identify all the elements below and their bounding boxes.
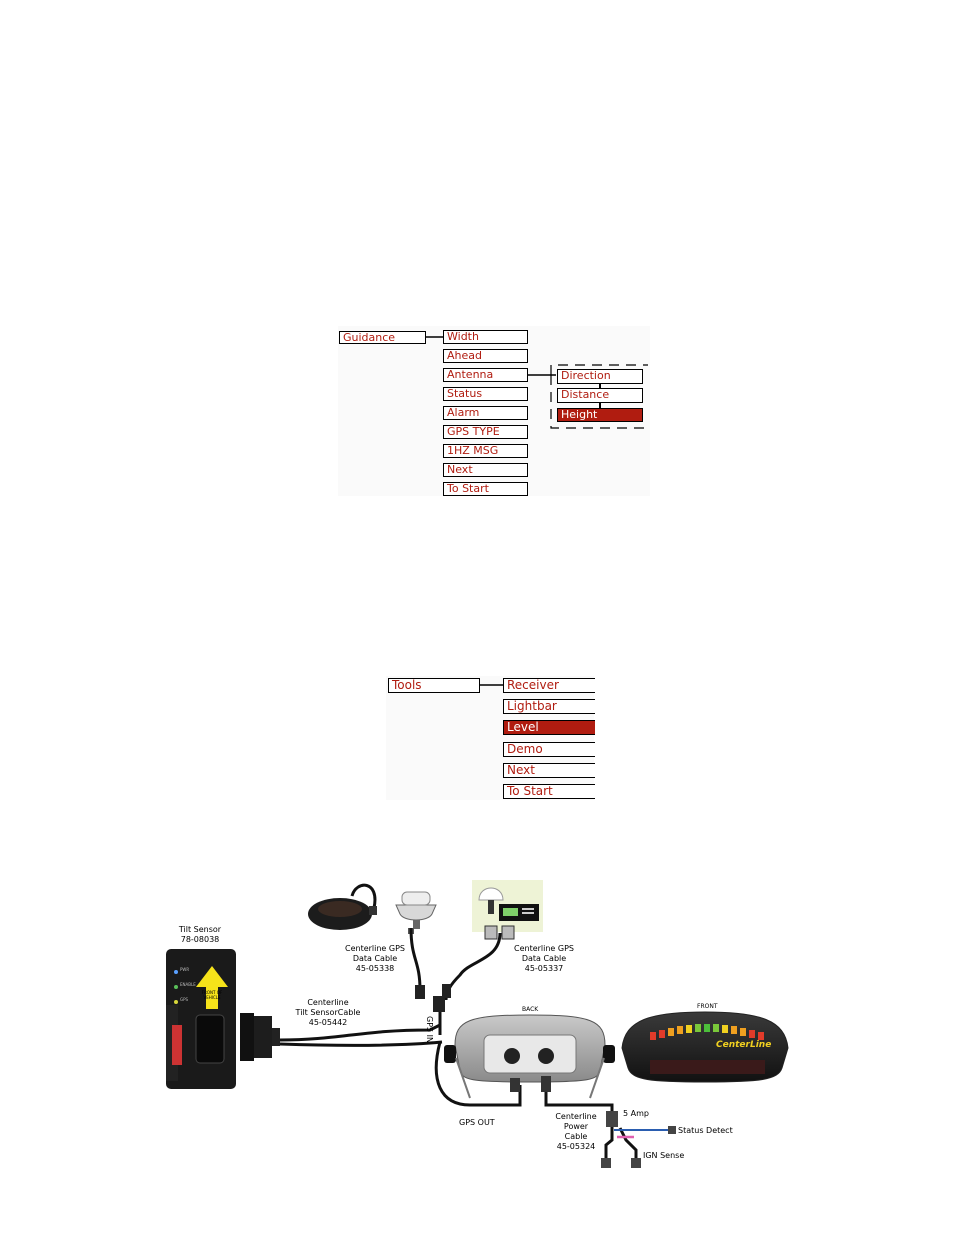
tools-item-next[interactable]: Next [503, 763, 595, 778]
menu-item-1hz-msg[interactable]: 1HZ MSG [443, 444, 528, 458]
menu-item-status[interactable]: Status [443, 387, 528, 401]
tilt-sensor-arrow-text: FRONT OF VEHICLE [201, 990, 223, 1000]
menu-item-next[interactable]: Next [443, 463, 528, 477]
lightbar-front-label: FRONT [697, 1003, 718, 1010]
mushroom-antenna [478, 887, 504, 901]
tools-item-to-start[interactable]: To Start [503, 784, 595, 799]
tilt-sensor-led-pwr: PWR [180, 967, 190, 972]
menu-item-to-start[interactable]: To Start [443, 482, 528, 496]
tilt-sensor-led-enable: ENABLE [180, 982, 196, 987]
lightbar-back-label: BACK [522, 1006, 539, 1013]
submenu-item-height-selected[interactable]: Height [557, 408, 643, 422]
centerline-brand-logo: CenterLine [716, 1040, 772, 1050]
front-of-vehicle-arrow [196, 966, 228, 1009]
fuse-5-amp-label: 5 Amp [623, 1109, 649, 1118]
tools-item-level-selected[interactable]: Level [503, 720, 595, 735]
menu-item-width[interactable]: Width [443, 330, 528, 344]
tools-item-receiver[interactable]: Receiver [503, 678, 595, 693]
tools-item-demo[interactable]: Demo [503, 742, 595, 757]
status-detect-label: Status Detect [678, 1126, 733, 1135]
tools-menu-panel [386, 676, 594, 800]
dome-receiver [395, 904, 437, 921]
submenu-item-distance[interactable]: Distance [557, 388, 643, 403]
lightbar-front-leds [650, 1024, 764, 1040]
menu-item-gps-type[interactable]: GPS TYPE [443, 425, 528, 439]
menu-root-guidance[interactable]: Guidance [339, 331, 426, 344]
tilt-sensor-led-gps: GPS [180, 997, 189, 1002]
ign-sense-label: IGN Sense [643, 1151, 685, 1160]
menu-item-antenna[interactable]: Antenna [443, 368, 528, 382]
menu-root-tools[interactable]: Tools [388, 678, 480, 693]
tools-item-lightbar[interactable]: Lightbar [503, 699, 595, 714]
gps-out-label: GPS OUT [459, 1118, 495, 1127]
menu-item-alarm[interactable]: Alarm [443, 406, 528, 420]
submenu-item-direction[interactable]: Direction [557, 369, 643, 384]
gps-in-label: GPS IN [425, 1016, 434, 1043]
menu-item-ahead[interactable]: Ahead [443, 349, 528, 363]
